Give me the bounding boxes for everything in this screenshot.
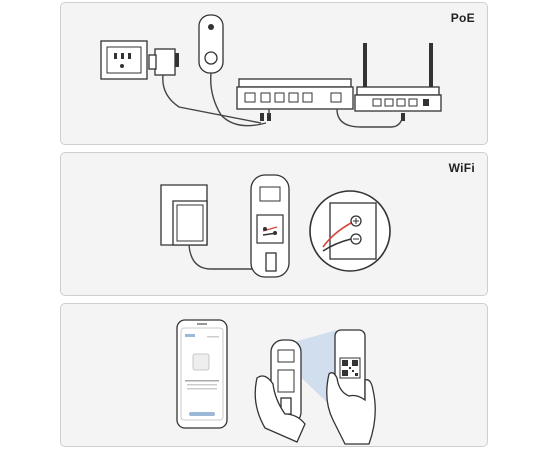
app-panel (60, 303, 488, 447)
poe-panel: PoE (60, 2, 488, 145)
poe-switch-icon (236, 78, 354, 121)
app-setup-diagram (176, 319, 376, 445)
wifi-panel: WiFi (60, 152, 488, 296)
qr-code-icon (342, 360, 358, 376)
terminal-zoom-icon (309, 190, 391, 272)
doorbell-icon (198, 14, 224, 74)
poe-diagram (100, 14, 442, 128)
wifi-diagram (160, 174, 391, 278)
poe-label: PoE (450, 11, 475, 25)
doorbell-icon (250, 174, 290, 278)
wifi-label: WiFi (448, 161, 475, 175)
power-adapter-icon (148, 48, 179, 76)
router-icon (354, 43, 442, 121)
hand-icon (326, 372, 376, 445)
hand-icon (254, 375, 306, 443)
wall-outlet-icon (100, 40, 148, 80)
smartphone-icon (176, 319, 228, 429)
power-adapter-icon (160, 184, 208, 246)
